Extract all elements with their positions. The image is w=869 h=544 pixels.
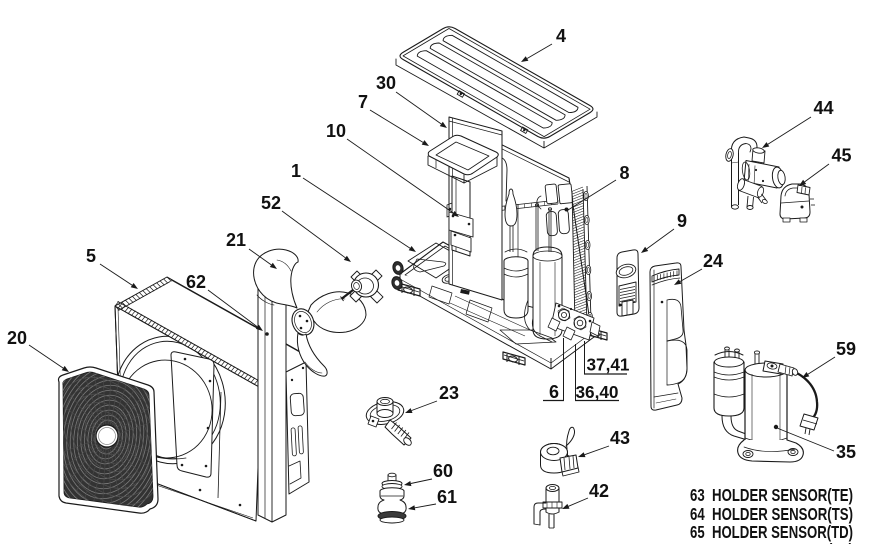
svg-text:61: 61 [437, 487, 457, 507]
svg-text:63 HOLDER SENSOR(TE): 63 HOLDER SENSOR(TE) [690, 485, 853, 505]
svg-text:36,40: 36,40 [575, 382, 618, 402]
svg-text:8: 8 [619, 163, 629, 183]
svg-text:43: 43 [610, 428, 630, 448]
svg-text:66 HOLDER SENSOR(TL): 66 HOLDER SENSOR(TL) [690, 540, 853, 544]
svg-text:65 HOLDER SENSOR(TD): 65 HOLDER SENSOR(TD) [690, 522, 853, 542]
svg-text:5: 5 [86, 246, 96, 266]
svg-text:62: 62 [186, 272, 206, 292]
svg-text:6: 6 [549, 382, 559, 402]
svg-text:7: 7 [358, 92, 368, 112]
svg-text:21: 21 [226, 230, 246, 250]
svg-text:9: 9 [677, 211, 687, 231]
svg-text:30: 30 [376, 73, 396, 93]
svg-text:23: 23 [439, 383, 459, 403]
svg-text:44: 44 [813, 98, 833, 118]
svg-text:20: 20 [7, 328, 27, 348]
svg-text:4: 4 [556, 26, 566, 46]
svg-text:64 HOLDER SENSOR(TS): 64 HOLDER SENSOR(TS) [690, 504, 853, 524]
svg-text:42: 42 [589, 481, 609, 501]
svg-text:59: 59 [836, 339, 856, 359]
svg-text:60: 60 [433, 461, 453, 481]
svg-text:10: 10 [326, 121, 346, 141]
svg-text:52: 52 [261, 193, 281, 213]
svg-text:1: 1 [291, 161, 301, 181]
svg-text:37,41: 37,41 [586, 355, 629, 375]
svg-text:35: 35 [836, 442, 856, 462]
svg-text:45: 45 [831, 146, 851, 166]
svg-text:24: 24 [703, 251, 723, 271]
